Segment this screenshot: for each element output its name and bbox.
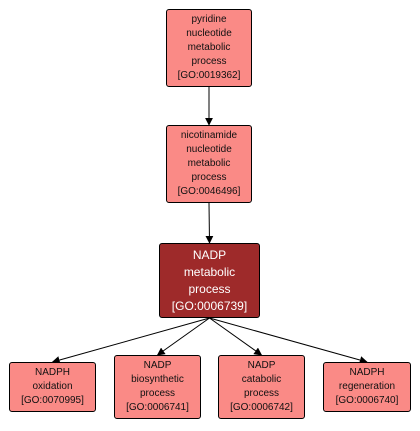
- node-go-id: [GO:0006739]: [171, 298, 248, 313]
- node-line: pyridine: [191, 14, 227, 25]
- node-go-id: [GO:0070995]: [21, 395, 84, 406]
- node-go-id: [GO:0006742]: [230, 402, 293, 413]
- node-go-id: [GO:0046496]: [177, 186, 241, 197]
- node-go-id: [GO:0006741]: [126, 402, 189, 413]
- node-go-id: [GO:0019362]: [177, 70, 241, 81]
- go-term-nadp-metabolic-process[interactable]: NADP metabolic process [GO:0006739]: [159, 243, 260, 318]
- node-line: NADPH: [34, 367, 70, 378]
- node-line: metabolic: [183, 264, 236, 279]
- node-line: metabolic: [187, 42, 231, 53]
- go-term-nadp-biosynthetic-process[interactable]: NADP biosynthetic process [GO:0006741]: [114, 355, 201, 419]
- edge-arrow: [156, 317, 210, 356]
- node-line: process: [188, 281, 231, 296]
- node-line: NADP: [143, 360, 172, 371]
- edge-arrow: [51, 317, 210, 364]
- node-line: process: [139, 388, 175, 399]
- node-line: nucleotide: [186, 144, 232, 155]
- go-term-pyridine-nucleotide-metabolic-process[interactable]: pyridine nucleotide metabolic process [G…: [166, 9, 252, 87]
- node-line: NADP: [247, 360, 276, 371]
- edge-arrow: [205, 202, 214, 244]
- node-line: NADP: [192, 247, 227, 262]
- node-line: nicotinamide: [180, 130, 238, 141]
- go-term-nicotinamide-nucleotide-metabolic-process[interactable]: nicotinamide nucleotide metabolic proces…: [166, 125, 252, 203]
- edge-arrow: [209, 317, 263, 356]
- node-line: nucleotide: [186, 28, 232, 39]
- node-line: process: [243, 388, 279, 399]
- node-line: NADPH: [349, 367, 385, 378]
- node-go-id: [GO:0006740]: [335, 395, 399, 406]
- node-line: process: [191, 56, 227, 67]
- go-term-nadp-catabolic-process[interactable]: NADP catabolic process [GO:0006742]: [218, 355, 305, 419]
- node-line: biosynthetic: [131, 374, 184, 385]
- go-term-nadph-regeneration[interactable]: NADPH regeneration [GO:0006740]: [323, 362, 411, 412]
- go-term-nadph-oxidation[interactable]: NADPH oxidation [GO:0070995]: [9, 362, 96, 412]
- node-line: process: [191, 172, 227, 183]
- node-line: oxidation: [32, 381, 73, 392]
- node-line: catabolic: [241, 374, 282, 385]
- node-line: metabolic: [187, 158, 231, 169]
- node-line: regeneration: [338, 381, 396, 392]
- edge-arrow: [209, 317, 368, 364]
